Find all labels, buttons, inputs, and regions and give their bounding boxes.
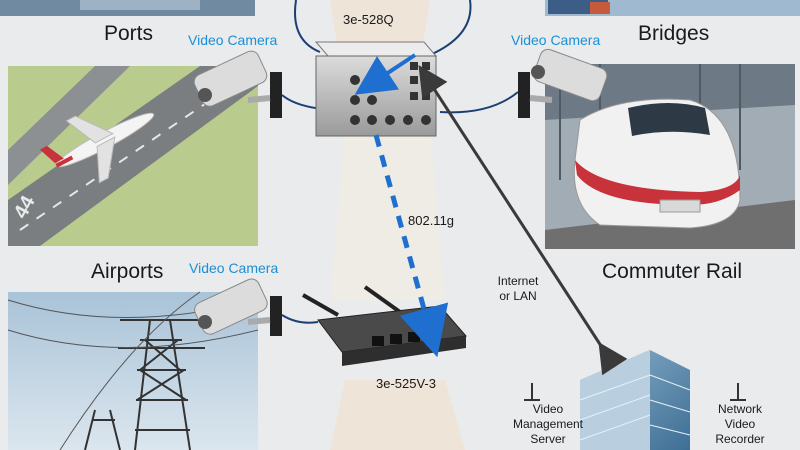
scene-label-commuter-rail: Commuter Rail xyxy=(602,260,743,283)
bridges-image xyxy=(545,0,800,16)
server-label-vms: Video Management Server xyxy=(512,402,584,446)
camera-label-3: Video Camera xyxy=(189,260,279,276)
link-label-internet: Internet or LAN xyxy=(497,274,539,303)
device-label-525v: 3e-525V-3 xyxy=(376,376,436,391)
cable-camera3 xyxy=(281,314,319,324)
link-label-80211g: 802.11g xyxy=(408,213,455,228)
scene-label-bridges: Bridges xyxy=(638,22,710,45)
camera-label-1: Video Camera xyxy=(188,32,278,48)
server-label-nvr: Network Video Recorder xyxy=(715,402,765,446)
camera-label-2: Video Camera xyxy=(511,32,601,48)
video-camera-1-icon[interactable] xyxy=(192,48,282,118)
device-label-528q: 3e-528Q xyxy=(343,12,394,27)
nvr-antenna-icon xyxy=(730,383,746,401)
server-building xyxy=(579,350,691,450)
vms-antenna-icon xyxy=(524,383,540,401)
cable-camera2 xyxy=(439,91,519,114)
wireless-link-arrow-top xyxy=(354,53,417,95)
internet-link-arrow xyxy=(418,64,628,376)
beam-mid xyxy=(330,125,445,300)
cable-top-right xyxy=(429,0,472,56)
switch-528q[interactable] xyxy=(314,41,438,137)
cable-top-left xyxy=(294,0,321,53)
beam-bottom xyxy=(330,380,465,450)
video-camera-3-icon[interactable] xyxy=(192,276,282,336)
ports-image xyxy=(0,0,255,16)
scene-label-airports: Airports xyxy=(91,260,164,283)
airport-image xyxy=(8,66,258,246)
scene-label-ports: Ports xyxy=(104,22,154,45)
